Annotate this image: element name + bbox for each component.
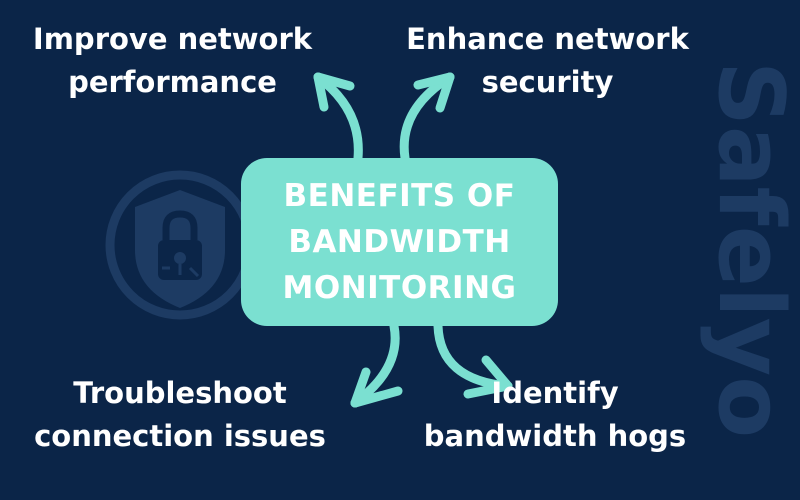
benefit-line: Troubleshoot xyxy=(73,376,287,410)
benefit-troubleshoot: Troubleshoot connection issues xyxy=(0,372,360,458)
watermark-brand: Safelyo xyxy=(698,61,800,439)
benefit-line: Enhance network xyxy=(406,22,689,56)
benefit-line: bandwidth hogs xyxy=(423,419,687,453)
benefit-identify-hogs: Identify bandwidth hogs xyxy=(410,372,700,458)
benefit-line: Improve network xyxy=(32,22,313,56)
center-title-line: BANDWIDTH xyxy=(288,224,511,260)
center-title-line: BENEFITS OF xyxy=(283,178,516,214)
benefit-improve-performance: Improve network performance xyxy=(0,18,345,104)
center-title-box: BENEFITS OF BANDWIDTH MONITORING xyxy=(241,158,558,326)
arrow-bottom-left-icon xyxy=(350,321,403,408)
shield-lock-icon xyxy=(105,170,255,320)
benefit-line: security xyxy=(481,65,614,99)
benefit-line: connection issues xyxy=(34,419,326,453)
benefit-line: performance xyxy=(68,65,277,99)
arrow-top-right-icon xyxy=(399,72,455,163)
center-title: BENEFITS OF BANDWIDTH MONITORING xyxy=(283,173,517,311)
benefit-enhance-security: Enhance network security xyxy=(400,18,695,104)
center-title-line: MONITORING xyxy=(282,270,517,306)
benefit-line: Identify xyxy=(491,376,619,410)
arrow-bottom-right-icon xyxy=(433,321,513,399)
arrow-top-left-icon xyxy=(313,72,363,163)
